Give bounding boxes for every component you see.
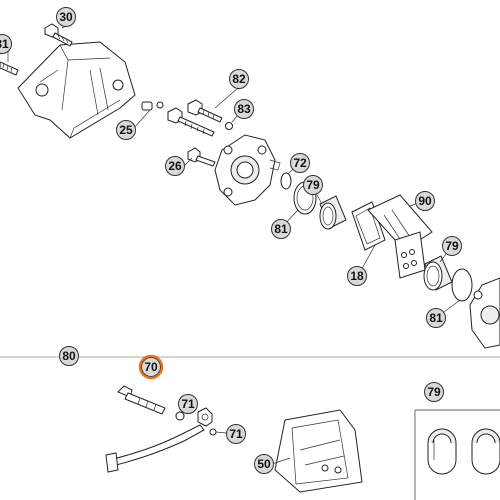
callout-25: 25 bbox=[116, 120, 136, 140]
callout-label: 79 bbox=[427, 385, 441, 399]
callout-label: 79 bbox=[445, 239, 459, 253]
callout-label: 18 bbox=[350, 269, 364, 283]
callout-label: 79 bbox=[306, 178, 320, 192]
callout-79-boxed: 79 bbox=[424, 382, 444, 402]
caliper-support-bracket bbox=[17, 41, 136, 139]
callout-label: 82 bbox=[232, 72, 246, 86]
callout-label: 80 bbox=[62, 349, 76, 363]
callout-71-lower: 71 bbox=[226, 424, 246, 444]
callout-50: 50 bbox=[254, 454, 274, 474]
callout-label: 26 bbox=[168, 159, 182, 173]
callout-71-upper: 71 bbox=[178, 394, 198, 414]
callout-label: 71 bbox=[229, 427, 243, 441]
brake-pads-90 bbox=[351, 194, 433, 279]
callout-18: 18 bbox=[347, 266, 367, 286]
callout-label: 72 bbox=[293, 156, 307, 170]
piston-set-79 bbox=[414, 409, 500, 500]
bolt-31 bbox=[0, 61, 19, 76]
piston-79-lower bbox=[423, 255, 453, 291]
callout-70-highlighted[interactable]: 70 bbox=[138, 354, 164, 380]
callout-label: 30 bbox=[59, 10, 73, 24]
callout-label: 71 bbox=[181, 397, 195, 411]
caliper-housing-right bbox=[469, 277, 500, 349]
callout-90: 90 bbox=[415, 191, 435, 211]
bolt-82-lower bbox=[167, 107, 215, 137]
washer-83 bbox=[225, 122, 233, 130]
callout-82: 82 bbox=[229, 69, 249, 89]
callout-81-lower: 81 bbox=[426, 308, 446, 328]
callout-label: 70 bbox=[144, 360, 158, 374]
seal-81-lower bbox=[451, 268, 473, 302]
callout-30: 30 bbox=[56, 7, 76, 27]
callout-label: 81 bbox=[429, 311, 443, 325]
callout-label: 25 bbox=[119, 123, 133, 137]
callout-72: 72 bbox=[290, 153, 310, 173]
callout-label: 83 bbox=[237, 102, 251, 116]
callout-81-upper: 81 bbox=[271, 219, 291, 239]
callout-31: 31 bbox=[0, 34, 12, 54]
callout-label: 90 bbox=[418, 194, 432, 208]
callout-label: 81 bbox=[274, 222, 288, 236]
bush-nut-25 bbox=[141, 101, 164, 111]
callout-79-upper: 79 bbox=[303, 175, 323, 195]
callout-80: 80 bbox=[59, 346, 79, 366]
callout-79-right: 79 bbox=[442, 236, 462, 256]
callout-label: 31 bbox=[0, 37, 9, 51]
pin-bolt-26 bbox=[187, 147, 216, 167]
bleeder-bolt-82 bbox=[187, 99, 223, 123]
washer-71-upper bbox=[175, 411, 185, 421]
washer-71-lower bbox=[209, 428, 217, 436]
bolt-30 bbox=[44, 23, 73, 47]
brake-line-80 bbox=[105, 385, 213, 473]
callout-26: 26 bbox=[165, 156, 185, 176]
callout-label: 50 bbox=[257, 457, 271, 471]
callout-83: 83 bbox=[234, 99, 254, 119]
seal-ring-72 bbox=[280, 172, 292, 190]
highlight-ring bbox=[138, 354, 164, 380]
piston-79-upper bbox=[319, 195, 347, 230]
brake-guard-50 bbox=[274, 409, 363, 493]
caliper-housing-left bbox=[214, 134, 281, 206]
